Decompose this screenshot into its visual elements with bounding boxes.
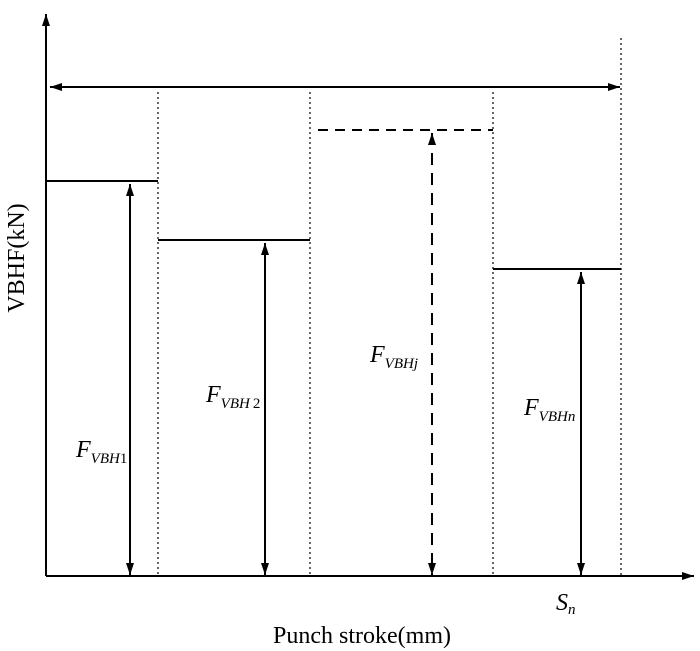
x-axis-end-label: Sn [556,590,576,618]
x-axis-label: Punch stroke(mm) [273,623,451,649]
force-label-j: FVBHj [369,342,418,372]
force-label-1: FVBH1 [75,437,127,467]
y-axis-label: VBHF(kN) [4,203,30,312]
force-label-n: FVBHn [523,395,575,425]
